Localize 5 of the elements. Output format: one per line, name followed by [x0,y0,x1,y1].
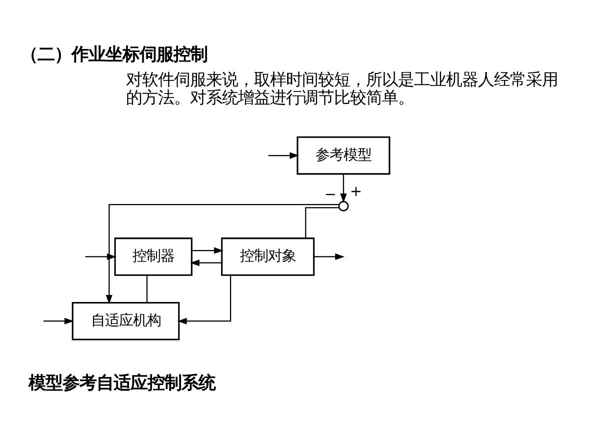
caption: 模型参考自适应控制系统 [28,373,216,394]
label: 对软件伺服来说，取样时间较短，所以是工业机器人经常采用的方法。对系统增益进行调节比较简单。 [126,69,558,107]
edge-label: + [350,184,362,200]
diagram-title: （二）作业坐标伺服控制 [20,44,208,65]
edge-label: − [324,186,336,202]
